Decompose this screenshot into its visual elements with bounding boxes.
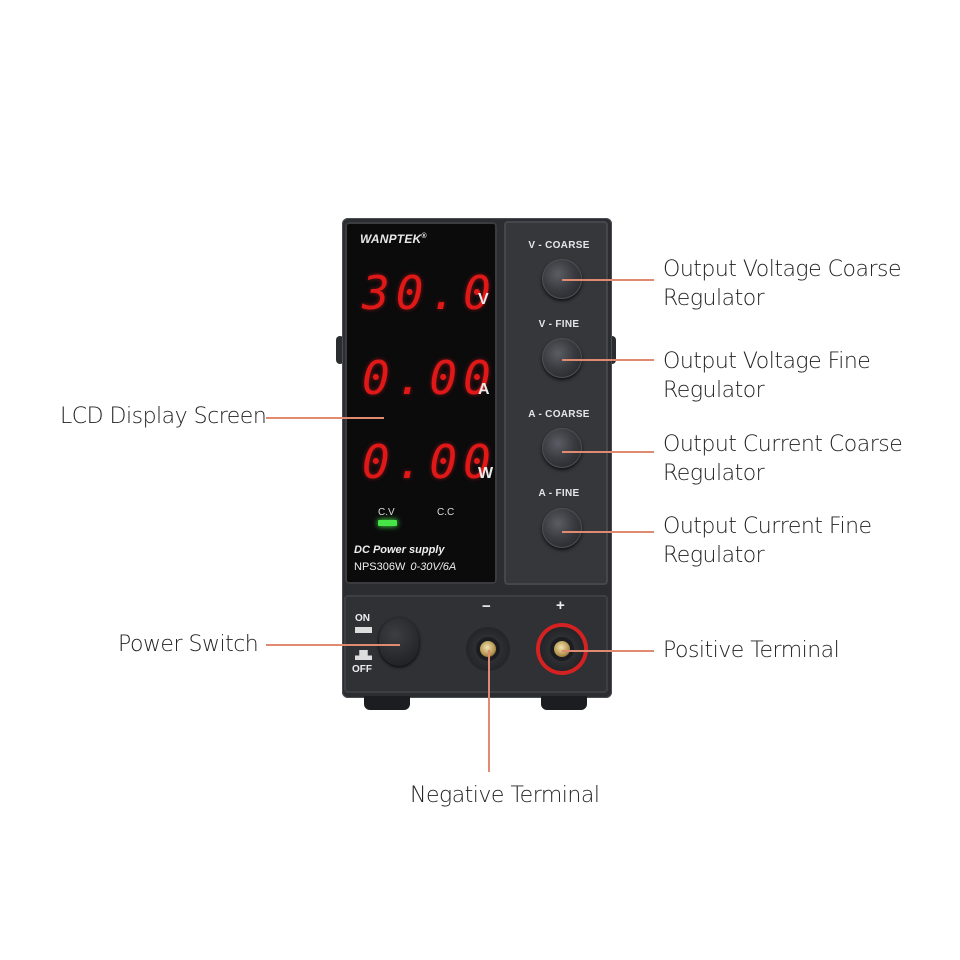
positive-callout-label: Positive Terminal (663, 638, 840, 663)
v-coarse-label: V - COARSE (528, 240, 590, 251)
side-handle-right (608, 336, 616, 364)
off-symbol-icon (355, 650, 372, 660)
a-fine-callout-line (562, 531, 654, 533)
cv-indicator-label: C.V (378, 507, 395, 518)
lcd-callout-label: LCD Display Screen (60, 404, 267, 429)
power-switch-button[interactable] (379, 618, 419, 666)
a-coarse-callout-line (562, 451, 654, 453)
positive-terminal-core (554, 641, 570, 657)
brand-logo: WANPTEK® (360, 232, 427, 246)
v-fine-label: V - FINE (538, 319, 580, 330)
negative-callout-label: Negative Terminal (410, 783, 600, 808)
v-coarse-callout-line (562, 279, 654, 281)
foot-left (364, 696, 410, 710)
on-label: ON (355, 613, 370, 624)
negative-callout-line (488, 650, 490, 772)
voltage-unit: V (478, 291, 489, 308)
current-readout: 0.00 (362, 351, 497, 405)
power-switch-callout-line (266, 644, 400, 646)
off-label: OFF (352, 664, 372, 675)
negative-terminal-core (480, 641, 496, 657)
lcd-callout-line (266, 417, 384, 419)
power-switch-callout-label: Power Switch (118, 632, 259, 657)
side-handle-left (336, 336, 344, 364)
cv-led (378, 520, 397, 526)
negative-sign: − (482, 598, 491, 615)
current-unit: A (478, 381, 490, 398)
on-symbol-icon (355, 627, 372, 633)
foot-right (541, 696, 587, 710)
power-unit: W (478, 465, 494, 482)
v-fine-callout-label: Output Voltage Fine Regulator (663, 349, 871, 403)
v-coarse-callout-label: Output Voltage Coarse Regulator (663, 257, 902, 311)
a-fine-knob[interactable] (542, 508, 582, 548)
a-fine-label: A - FINE (538, 488, 580, 499)
a-coarse-knob[interactable] (542, 428, 582, 468)
cc-indicator-label: C.C (437, 507, 455, 518)
v-fine-callout-line (562, 359, 654, 361)
power-readout: 0.00 (362, 435, 497, 489)
lcd-display-screen (345, 222, 497, 584)
v-fine-knob[interactable] (542, 338, 582, 378)
product-line-label: DC Power supply (354, 544, 445, 556)
voltage-readout: 30.0 (362, 266, 497, 320)
a-coarse-callout-label: Output Current Coarse Regulator (663, 432, 903, 486)
a-fine-callout-label: Output Current Fine Regulator (663, 514, 872, 568)
positive-callout-line (562, 650, 654, 652)
a-coarse-label: A - COARSE (528, 409, 590, 420)
positive-sign: + (556, 597, 565, 614)
